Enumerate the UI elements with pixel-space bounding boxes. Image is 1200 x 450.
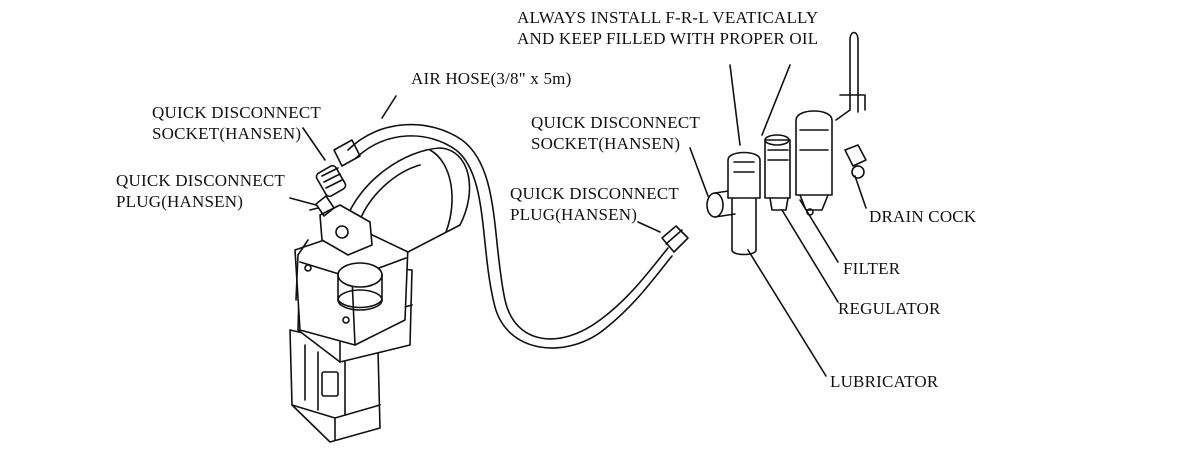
install-note-line2: AND KEEP FILLED WITH PROPER OIL	[517, 29, 819, 48]
install-note-line1: ALWAYS INSTALL F-R-L VEATICALLY	[517, 8, 819, 27]
qd-socket-right-line1: QUICK DISCONNECT	[531, 113, 700, 132]
qd-plug-right-line1: QUICK DISCONNECT	[510, 184, 679, 203]
qd-plug-right-label: QUICK DISCONNECT PLUG(HANSEN)	[510, 183, 679, 225]
regulator-label: REGULATOR	[838, 299, 941, 318]
qd-socket-right-label: QUICK DISCONNECT SOCKET(HANSEN)	[531, 112, 700, 154]
qd-plug-left-label: QUICK DISCONNECT PLUG(HANSEN)	[116, 170, 285, 212]
qd-plug-right-line2: PLUG(HANSEN)	[510, 205, 638, 224]
drain-cock-label: DRAIN COCK	[869, 207, 977, 226]
qd-socket-left-line2: SOCKET(HANSEN)	[152, 124, 302, 143]
qd-plug-left-line1: QUICK DISCONNECT	[116, 171, 285, 190]
left-quick-disconnect	[315, 139, 361, 198]
install-note-label: ALWAYS INSTALL F-R-L VEATICALLY AND KEEP…	[517, 7, 818, 49]
leader-lines	[289, 64, 867, 377]
pneumatic-tool	[289, 147, 471, 443]
qd-socket-left-line1: QUICK DISCONNECT	[152, 103, 321, 122]
filter-label: FILTER	[843, 259, 901, 278]
air-hose	[347, 123, 673, 349]
right-quick-disconnect-plug	[661, 225, 689, 253]
qd-socket-right-line2: SOCKET(HANSEN)	[531, 134, 681, 153]
air-hose-label: AIR HOSE(3/8" x 5m)	[411, 69, 572, 88]
lubricator-label: LUBRICATOR	[830, 372, 939, 391]
qd-socket-left-label: QUICK DISCONNECT SOCKET(HANSEN)	[152, 102, 321, 144]
qd-plug-left-line2: PLUG(HANSEN)	[116, 192, 244, 211]
frl-unit	[706, 31, 867, 256]
